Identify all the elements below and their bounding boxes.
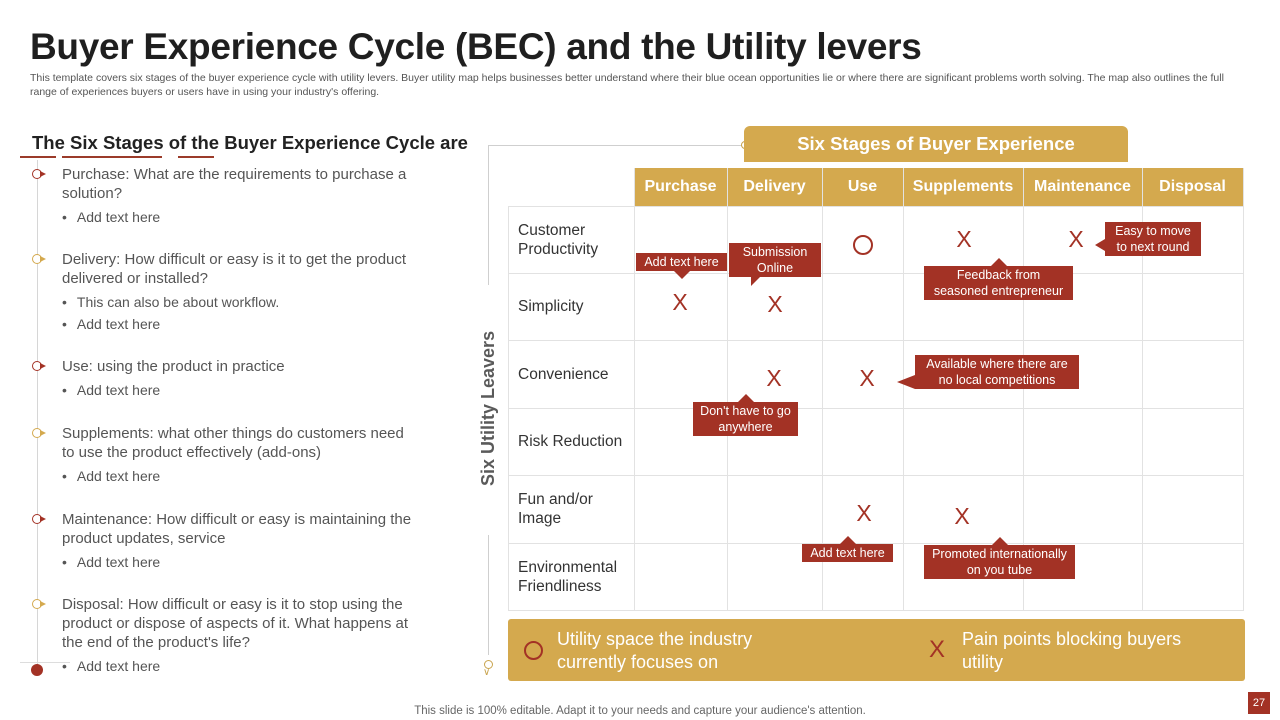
page-number: 27 <box>1248 692 1270 714</box>
pain-point-x-icon: X <box>1068 226 1084 252</box>
grid-line <box>508 408 1244 409</box>
utility-circle-icon <box>853 235 873 255</box>
stage-delivery: Delivery: How difficult or easy is it to… <box>32 250 412 335</box>
stage-text: Supplements: what other things do custom… <box>62 425 404 461</box>
stage-marker-icon <box>32 169 46 179</box>
grid-line <box>508 206 509 610</box>
chevron-down-icon: ∨ <box>483 667 491 678</box>
stage-maintenance: Maintenance: How difficult or easy is ma… <box>32 510 412 573</box>
stage-marker-icon <box>32 254 46 264</box>
grid-line <box>508 340 1244 341</box>
column-header-disposal: Disposal <box>1142 168 1243 206</box>
grid-line <box>1243 168 1244 610</box>
grid-line <box>822 168 823 610</box>
vertical-axis-label: Six Utility Leavers <box>478 330 498 486</box>
column-header-supplements: Supplements <box>903 168 1023 206</box>
left-heading: The Six Stages of the Buyer Experience C… <box>32 132 468 153</box>
slide-subtitle: This template covers six stages of the b… <box>30 72 1224 98</box>
callout-add-text: Add text here <box>636 253 727 279</box>
grid-line <box>508 206 1244 207</box>
pain-point-x-icon: X <box>856 500 872 526</box>
callout-promoted: Promoted internationally on you tube <box>924 537 1075 579</box>
stage-text: Disposal: How difficult or easy is it to… <box>62 596 409 651</box>
stage-marker-icon <box>32 599 46 609</box>
grid-line <box>1142 168 1143 610</box>
stage-bullet: Add text here <box>62 206 412 228</box>
heading-underline <box>178 156 214 158</box>
column-header-purchase: Purchase <box>634 168 727 206</box>
pain-point-x-icon: X <box>956 226 972 252</box>
legend-circle-label: Utility space the industry currently foc… <box>557 629 753 672</box>
footer-note: This slide is 100% editable. Adapt it to… <box>414 705 866 717</box>
row-label-customer-productivity: Customer Productivity <box>518 221 599 258</box>
row-label-environmental-friendliness: Environmental Friendliness <box>518 558 618 595</box>
row-label-convenience: Convenience <box>518 365 609 383</box>
stage-text: Purchase: What are the requirements to p… <box>62 166 407 202</box>
stage-text: Maintenance: How difficult or easy is ma… <box>62 511 412 547</box>
stage-bullet: Add text here <box>62 313 412 335</box>
callout-add-text: Add text here <box>802 536 893 562</box>
pain-point-x-icon: X <box>928 636 945 663</box>
stage-purchase: Purchase: What are the requirements to p… <box>32 165 412 228</box>
pain-point-x-icon: X <box>672 289 688 315</box>
stage-supplements: Supplements: what other things do custom… <box>32 424 412 487</box>
grid-line <box>508 273 1244 274</box>
pain-point-x-icon: X <box>766 365 782 391</box>
legend-x-label: Pain points blocking buyers utility <box>962 629 1182 672</box>
stage-marker-icon <box>32 361 46 371</box>
timeline-end-dot <box>31 664 43 676</box>
row-label-simplicity: Simplicity <box>518 298 584 315</box>
stage-bullet: Add text here <box>62 655 412 677</box>
grid-line <box>508 543 1244 544</box>
bracket-line <box>488 145 748 146</box>
pain-point-x-icon: X <box>767 291 783 317</box>
stage-marker-icon <box>32 428 46 438</box>
timeline-base <box>20 662 70 663</box>
grid-line <box>727 168 728 610</box>
row-label-risk-reduction: Risk Reduction <box>518 433 623 450</box>
bracket-line <box>488 145 489 285</box>
stage-marker-icon <box>32 514 46 524</box>
callout-available: Available where there are no local compe… <box>897 355 1079 390</box>
utility-circle-icon <box>524 641 543 660</box>
heading-underline <box>20 156 56 158</box>
grid-line <box>508 475 1244 476</box>
slide-title: Buyer Experience Cycle (BEC) and the Uti… <box>30 26 922 67</box>
heading-underline <box>62 156 162 158</box>
callout-submission-online: Submission Online <box>729 243 821 286</box>
column-header-use: Use <box>822 168 903 206</box>
column-header-maintenance: Maintenance <box>1023 168 1142 206</box>
grid-line <box>508 610 1244 611</box>
stage-disposal: Disposal: How difficult or easy is it to… <box>32 595 412 677</box>
callout-feedback: Feedback from seasoned entrepreneur <box>924 258 1073 300</box>
stage-text: Use: using the product in practice <box>62 358 285 375</box>
legend: Utility space the industry currently foc… <box>508 619 1245 681</box>
grid-line <box>634 168 635 610</box>
row-label-fun-image: Fun and/or Image <box>518 491 593 527</box>
timeline-line <box>37 160 38 670</box>
stage-bullet: Add text here <box>62 379 412 401</box>
bracket-circle-icon <box>484 660 493 669</box>
map-banner: Six Stages of Buyer Experience <box>744 126 1128 162</box>
stage-bullet: Add text here <box>62 551 412 573</box>
callout-dont-have-to-go: Don't have to go anywhere <box>693 394 798 436</box>
column-header-delivery: Delivery <box>727 168 822 206</box>
bracket-line <box>488 535 489 655</box>
pain-point-x-icon: X <box>859 365 875 391</box>
stage-bullet: Add text here <box>62 465 412 487</box>
stage-use: Use: using the product in practice Add t… <box>32 357 412 401</box>
stage-bullet: This can also be about workflow. <box>62 291 412 313</box>
grid-line <box>1023 168 1024 610</box>
pain-point-x-icon: X <box>954 503 970 529</box>
stage-text: Delivery: How difficult or easy is it to… <box>62 251 407 287</box>
callout-easy-to-move: Easy to move to next round <box>1095 222 1201 256</box>
